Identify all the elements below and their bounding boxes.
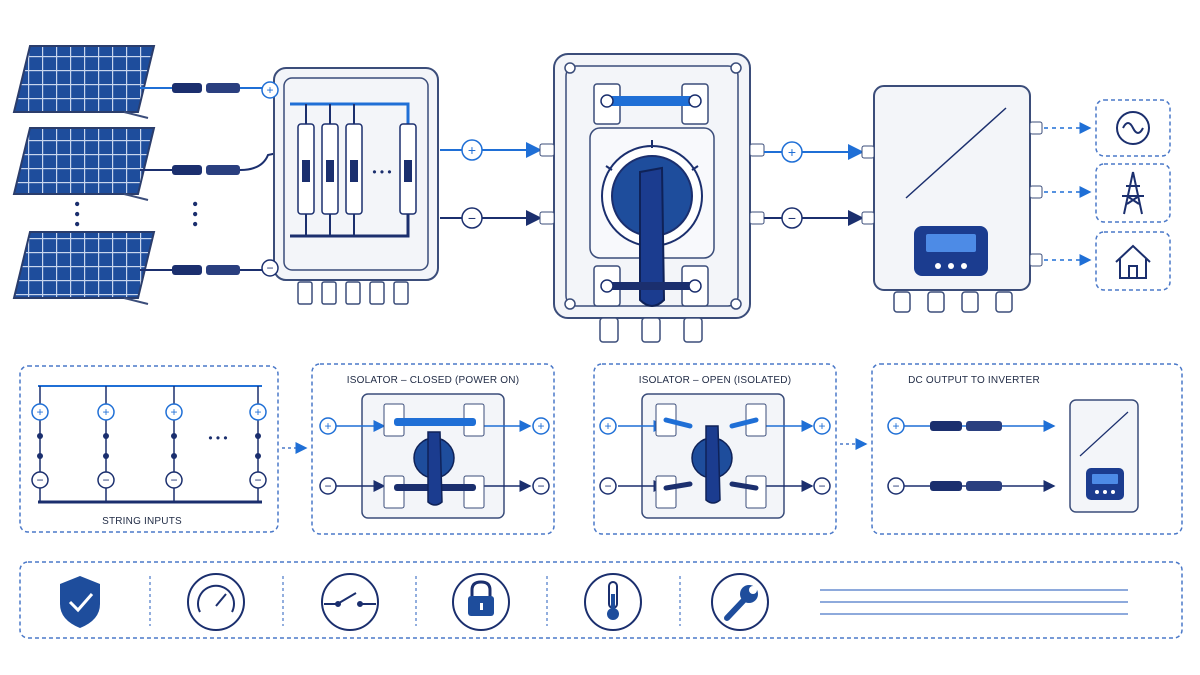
ac-output-box	[1095, 99, 1171, 157]
isolator-bottom-terminals	[593, 265, 709, 307]
combiner-output-wires	[440, 142, 542, 226]
svg-text:−: −	[468, 210, 476, 226]
gauge-icon	[187, 573, 245, 631]
svg-text:+: +	[170, 405, 177, 419]
placeholder-text-lines	[820, 589, 1128, 615]
fuse-holder-1	[297, 104, 315, 236]
mini-inverter	[1069, 399, 1139, 513]
isolator-cable-glands	[599, 317, 703, 343]
svg-text:+: +	[324, 419, 331, 433]
solar-panel-array: • • • • • •	[12, 45, 203, 305]
svg-text:−: −	[170, 473, 177, 487]
svg-text:−: −	[36, 473, 43, 487]
string-input-1: + −	[31, 386, 49, 502]
string-cables	[140, 87, 283, 271]
svg-text:−: −	[537, 479, 544, 493]
svg-text:−: −	[102, 473, 109, 487]
svg-text:−: −	[892, 479, 899, 493]
solar-panel-2	[12, 127, 156, 201]
mc4-connector-1	[172, 83, 240, 93]
dc-output-connector-negative	[930, 481, 1002, 491]
label-dc-output: DC OUTPUT TO INVERTER	[908, 375, 1040, 386]
mc4-connector-2	[172, 165, 240, 175]
svg-text:+: +	[788, 144, 796, 160]
mc4-connector-3	[172, 265, 240, 275]
inverter-cable-glands	[893, 291, 1013, 313]
svg-text:−: −	[604, 479, 611, 493]
svg-text:+: +	[892, 419, 899, 433]
label-isolator-closed: ISOLATOR – CLOSED (POWER ON)	[347, 375, 519, 386]
panel-dc-output: DC OUTPUT TO INVERTER + −	[871, 363, 1183, 535]
fuse-holder-3	[345, 104, 363, 236]
dc-output-connector-positive	[930, 421, 1002, 431]
solar-panel-3	[12, 231, 156, 305]
mc4-connectors	[172, 83, 240, 275]
panel-string-inputs: + − + − + − • • • + − STRING INPUTS	[19, 365, 279, 533]
thermometer-icon	[584, 573, 642, 631]
string-input-3: + −	[165, 386, 183, 502]
cable-glands	[297, 281, 409, 305]
svg-text:+: +	[818, 419, 825, 433]
feature-icon-strip	[19, 561, 1183, 639]
svg-text:+: +	[468, 142, 476, 158]
dc-isolator-switch	[539, 53, 765, 343]
svg-text:−: −	[266, 261, 273, 275]
inverter-outputs	[1044, 99, 1171, 291]
home-output-box	[1095, 231, 1171, 291]
solar-panel-1	[12, 45, 156, 119]
fuse-holder-4	[399, 123, 417, 215]
svg-text:+: +	[266, 83, 273, 97]
svg-text:+: +	[254, 405, 261, 419]
panel-ellipsis-vertical: • • •	[68, 201, 85, 227]
switch-icon	[321, 573, 379, 631]
svg-text:+: +	[36, 405, 43, 419]
svg-text:• • •: • • •	[208, 431, 227, 445]
svg-text:• • •: • • •	[372, 165, 391, 179]
isolator-top-terminals	[593, 83, 709, 125]
isolator-output-wires	[764, 144, 864, 226]
closed-isolator-handle	[427, 431, 443, 506]
svg-text:+: +	[537, 419, 544, 433]
panel-isolator-closed: ISOLATOR – CLOSED (POWER ON) + − + −	[311, 363, 555, 535]
grid-output-box	[1095, 163, 1171, 223]
svg-text:+: +	[604, 419, 611, 433]
svg-text:+: +	[102, 405, 109, 419]
open-isolator-handle	[705, 425, 721, 504]
string-input-2: + −	[97, 386, 115, 502]
ac-sine-icon	[1116, 111, 1150, 145]
transmission-tower-icon	[1122, 171, 1144, 215]
svg-text:−: −	[788, 210, 796, 226]
isolator-rotary-handle[interactable]	[639, 166, 666, 307]
label-isolator-open: ISOLATOR – OPEN (ISOLATED)	[639, 375, 791, 386]
connector-ellipsis-vertical: • • •	[186, 201, 203, 227]
svg-text:−: −	[254, 473, 261, 487]
combiner-output-polarity: + −	[461, 139, 483, 229]
fuse-holders: • • •	[297, 104, 417, 236]
label-string-inputs: STRING INPUTS	[102, 516, 182, 527]
isolator-output-polarity: + −	[781, 141, 803, 229]
wrench-icon	[711, 573, 769, 631]
svg-text:−: −	[818, 479, 825, 493]
inverter	[861, 85, 1043, 313]
house-icon	[1115, 244, 1151, 279]
fuse-holder-2	[321, 104, 339, 236]
padlock-icon	[452, 573, 510, 631]
combiner-box: + − • • •	[261, 67, 439, 305]
panel-isolator-open: ISOLATOR – OPEN (ISOLATED) + − + −	[593, 363, 837, 535]
shield-check-icon	[60, 576, 100, 628]
svg-text:−: −	[324, 479, 331, 493]
string-input-4: + −	[249, 386, 267, 502]
